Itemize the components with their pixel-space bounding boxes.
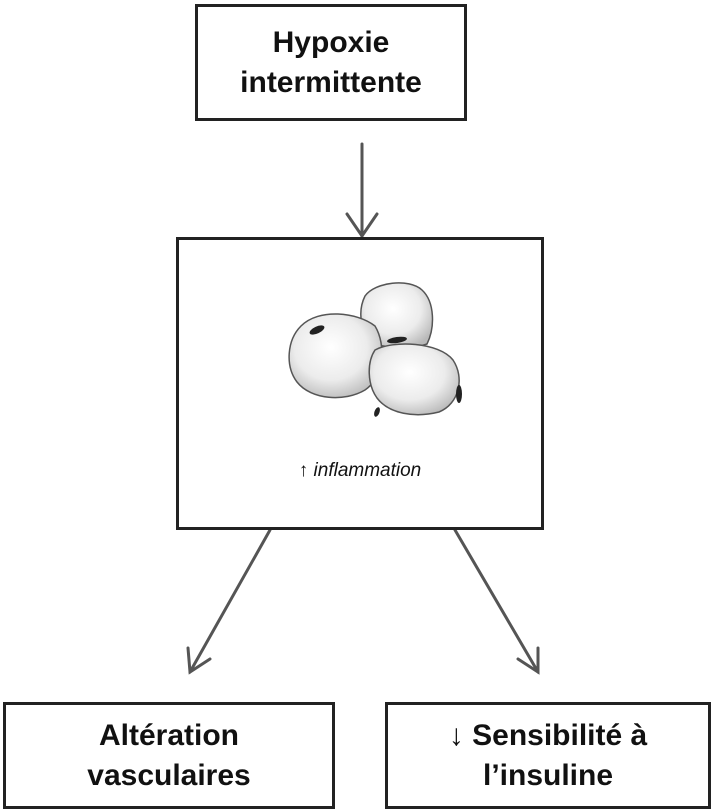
- cell-bottom-right: [368, 343, 460, 416]
- node-alteration-vasculaires: Altération vasculaires: [3, 702, 335, 809]
- node-hypoxie-intermittente: Hypoxie intermittente: [195, 4, 467, 121]
- arrow-top-to-middle: [345, 142, 379, 239]
- node-inflammation: ↑ inflammation: [176, 237, 544, 530]
- cell-left: [288, 313, 383, 399]
- arrow-middle-to-left: [186, 528, 272, 675]
- node-label: ↓ Sensibilité à l’insuline: [448, 718, 648, 792]
- adipocyte-cells-illustration: [288, 282, 462, 417]
- arrow-middle-to-right: [453, 528, 540, 675]
- node-label: Altération vasculaires: [87, 718, 251, 792]
- inflammation-label: inflammation: [313, 460, 422, 481]
- node-sensibilite-insuline: ↓ Sensibilité à l’insuline: [385, 702, 711, 809]
- node-label: Hypoxie intermittente: [240, 25, 422, 99]
- inflammation-caption: ↑ inflammation: [179, 460, 541, 482]
- up-arrow-icon: ↑: [298, 460, 309, 481]
